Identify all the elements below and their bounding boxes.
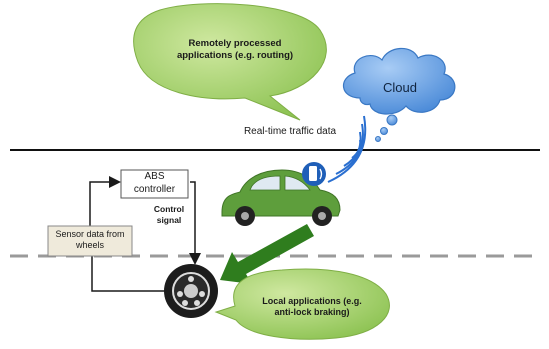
remote-apps-line2: applications (e.g. routing) bbox=[176, 49, 294, 61]
local-apps-text: Local applications (e.g. anti-lock braki… bbox=[250, 296, 374, 319]
wireless-signal-icon bbox=[327, 115, 367, 183]
sensor-line1: Sensor data from bbox=[55, 229, 125, 239]
cloud-label: Cloud bbox=[383, 80, 417, 95]
remote-apps-bubble bbox=[133, 3, 327, 121]
sensor-data-label: Sensor data from wheels bbox=[48, 229, 132, 252]
control-signal-line1: Control bbox=[153, 204, 185, 214]
local-apps-line2: anti-lock braking) bbox=[274, 307, 350, 318]
sensor-data-box bbox=[47, 225, 133, 257]
data-flow-arrow bbox=[220, 224, 314, 284]
local-apps-line1: Local applications (e.g. bbox=[262, 296, 362, 306]
sensor-line2: wheels bbox=[75, 240, 104, 251]
cloud-shape bbox=[343, 47, 456, 142]
abs-controller-box bbox=[120, 169, 189, 199]
abs-line2: controller bbox=[133, 183, 176, 195]
traffic-data-label: Real-time traffic data bbox=[243, 126, 337, 137]
local-apps-bubble bbox=[214, 268, 390, 340]
wheel-icon bbox=[164, 264, 218, 318]
remote-apps-line1: Remotely processed bbox=[188, 38, 282, 49]
control-loop-lines bbox=[89, 176, 201, 292]
control-signal-line2: signal bbox=[156, 214, 182, 225]
control-signal-label: Control signal bbox=[146, 204, 192, 225]
remote-apps-text: Remotely processed applications (e.g. ro… bbox=[160, 38, 310, 62]
abs-line1: ABS bbox=[144, 171, 165, 182]
phone-signal-icon bbox=[302, 162, 326, 186]
abs-controller-label: ABS controller bbox=[121, 171, 188, 196]
